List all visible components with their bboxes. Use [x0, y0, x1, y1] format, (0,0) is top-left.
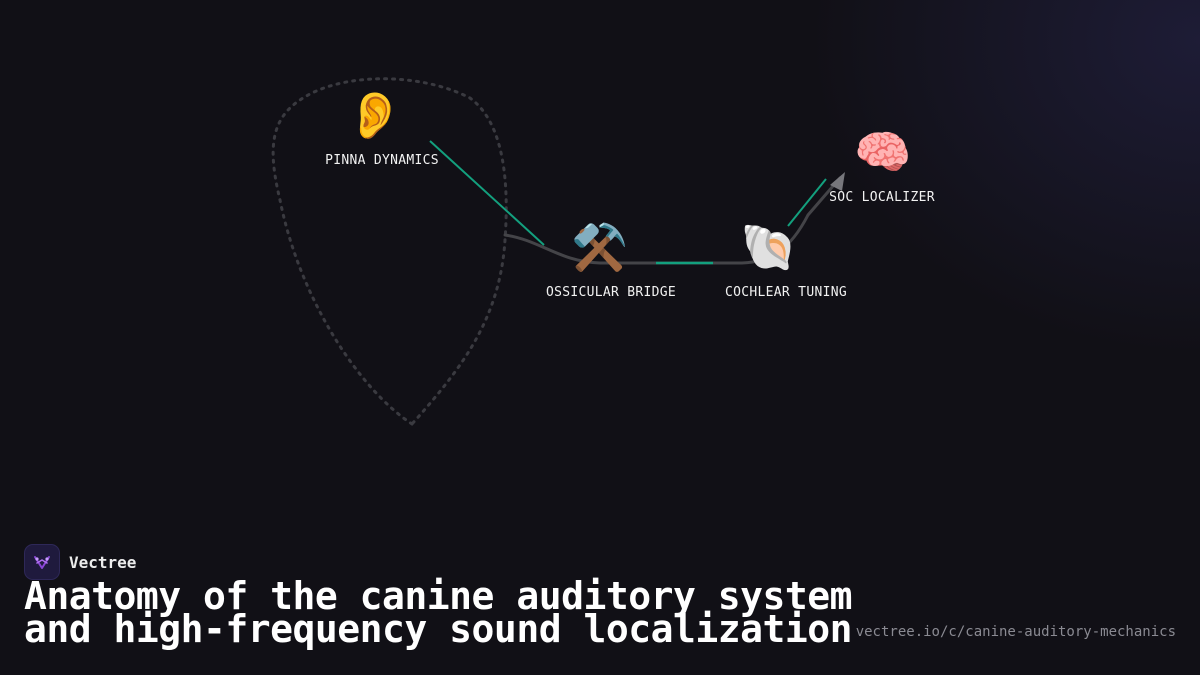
accent-connector-cochlea-soc	[787, 178, 827, 227]
node-label-ossicle: OSSICULAR BRIDGE	[545, 285, 677, 300]
source-url[interactable]: vectree.io/c/canine-auditory-mechanics	[855, 624, 1176, 640]
brand[interactable]: Vectree	[24, 544, 136, 580]
flow-arrowhead	[830, 172, 845, 191]
title-line-2: and high-frequency sound localization	[24, 607, 852, 651]
accent-connector-pinna-ossicle	[429, 140, 545, 246]
spiral-shell-icon: 🐚	[740, 220, 798, 274]
vectree-logo-icon	[24, 544, 60, 580]
ear-outline	[271, 77, 508, 426]
brand-name: Vectree	[69, 552, 137, 572]
hammer-pick-icon: ⚒️	[571, 220, 629, 274]
brain-icon: 🧠	[854, 125, 912, 179]
ear-icon: 👂	[346, 88, 404, 142]
page-title: Anatomy of the canine auditory system an…	[24, 574, 852, 651]
node-label-pinna: PINNA DYNAMICS	[325, 153, 439, 168]
title-line-1: Anatomy of the canine auditory system	[24, 574, 852, 618]
node-label-soc: SOC LOCALIZER	[829, 190, 935, 205]
node-label-cochlea: COCHLEAR TUNING	[725, 285, 847, 300]
